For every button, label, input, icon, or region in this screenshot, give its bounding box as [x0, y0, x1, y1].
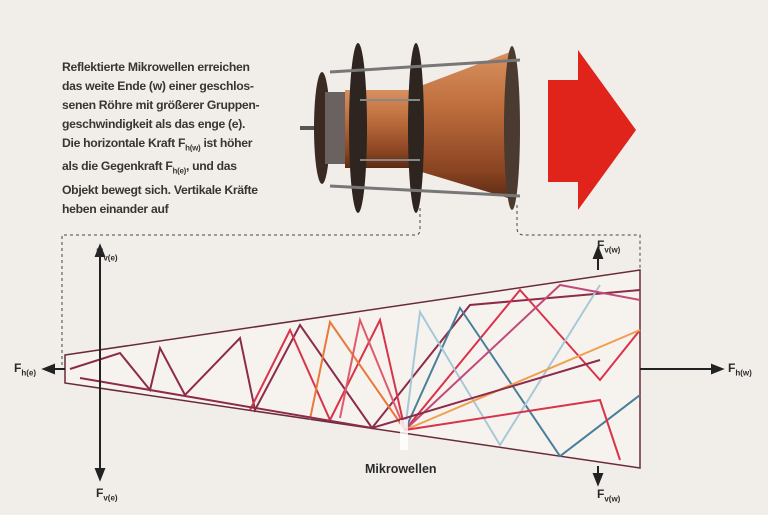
subscript: h(w) [185, 143, 201, 153]
force-symbol: F [597, 238, 605, 252]
arrow-fv-w-down [592, 473, 604, 487]
arrow-fv-w-up [592, 245, 604, 259]
force-symbol: F [728, 361, 736, 375]
microwave-ray [69, 289, 641, 430]
label-mikrowellen: Mikrowellen [365, 462, 437, 476]
emdrive-device [300, 43, 521, 213]
arrow-fh-w [711, 363, 725, 375]
label-fv-e-bottom: Fv(e) [96, 486, 118, 502]
caption-line: Reflektierte Mikrowellen erreichen [62, 60, 250, 74]
force-symbol: F [96, 486, 104, 500]
microwave-ray [404, 329, 641, 431]
caption-line: senen Röhre mit größerer Gruppen- [62, 98, 260, 112]
label-fh-e: Fh(e) [14, 361, 36, 377]
subscript: h(w) [735, 368, 752, 378]
subscript: h(e) [172, 166, 187, 176]
caption-text: Reflektierte Mikrowellen erreichen das w… [62, 58, 287, 219]
dashed-outline [61, 205, 641, 365]
microwave-ray [339, 316, 406, 431]
force-symbol: F [597, 487, 605, 501]
microwave-ray [309, 319, 406, 431]
thrust-arrow [548, 50, 636, 210]
microwave-ray [79, 359, 601, 430]
caption-text-part: Die horizontale Kraft F [62, 136, 186, 150]
subscript: h(e) [21, 368, 37, 378]
force-symbol: F [14, 361, 22, 375]
subscript: v(e) [103, 493, 118, 503]
microwave-ray [404, 305, 641, 458]
label-fv-w-bottom: Fv(w) [597, 487, 620, 503]
microwave-ray [404, 398, 621, 461]
microwave-rays [69, 283, 641, 461]
arrow-fv-e-down [94, 468, 106, 482]
subscript: v(e) [103, 253, 118, 263]
subscript: v(w) [604, 245, 621, 255]
caption-text-part: , und das [185, 159, 237, 174]
caption-line: Die horizontale Kraft Fh(w) ist höher [62, 134, 287, 157]
force-symbol: F [96, 246, 104, 260]
arrow-fv-e-up [94, 243, 106, 257]
microwave-ray [404, 283, 641, 431]
force-arrows [41, 243, 725, 487]
label-fh-w: Fh(w) [728, 361, 752, 377]
caption-line: heben einander auf [62, 201, 169, 216]
caption-line: das weite Ende (w) einer geschlos- [62, 79, 254, 93]
cavity-trapezoid [64, 269, 641, 469]
caption-line: Objekt bewegt sich. Vertikale Kräfte [62, 182, 258, 197]
label-fv-w-top: Fv(w) [597, 238, 620, 254]
label-fv-e-top: Fv(e) [96, 246, 118, 262]
caption-text-part: ist höher [203, 136, 253, 150]
microwave-source [400, 420, 408, 450]
caption-text-part: als die Gegenkraft F [62, 159, 173, 174]
arrow-fh-e [41, 363, 55, 375]
caption-line: als die Gegenkraft Fh(e), und das [62, 157, 287, 180]
subscript: v(w) [604, 494, 621, 504]
caption-line: geschwindigkeit als das enge (e). [62, 117, 246, 131]
